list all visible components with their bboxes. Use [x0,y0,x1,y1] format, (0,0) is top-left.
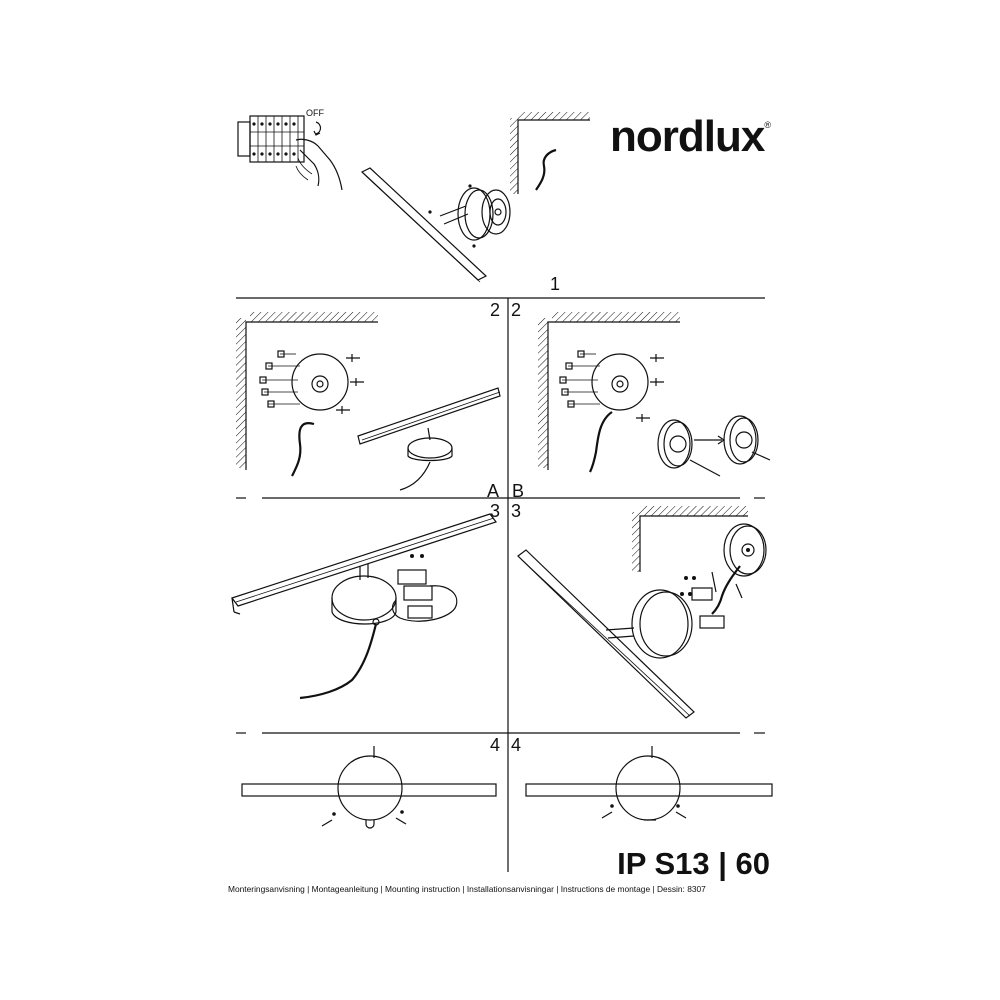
brand-logo: nordlux® [610,112,771,162]
fuse-box-illustration [237,115,343,191]
brand-name: nordlux [610,112,765,161]
step3-right-illustration [517,506,767,719]
step-2-left-number: 2 [490,300,501,320]
footer-caption: Monteringsanvisning | Montageanleitung |… [228,884,706,894]
step-3-left-number: 3 [490,501,501,521]
step-2-right-number: 2 [511,300,522,320]
variant-a-label: A [487,481,500,501]
off-label: OFF [306,108,324,118]
section-dividers [236,297,765,872]
step2-left-illustration [236,312,501,491]
step-3-right-number: 3 [511,501,522,521]
variant-b-label: B [512,481,525,501]
step-1-number: 1 [550,274,561,294]
step-4-left-number: 4 [490,735,501,755]
product-title: IP S13 | 60 [617,846,770,881]
step2-right-illustration [538,312,771,477]
step-4-right-number: 4 [511,735,522,755]
registered-mark: ® [764,120,771,130]
lamp-exploded-view [360,167,511,283]
wall-corner-cable [510,112,590,194]
step3-left-illustration [231,513,497,700]
step4-left-illustration [241,746,497,829]
step4-right-illustration [525,746,773,821]
